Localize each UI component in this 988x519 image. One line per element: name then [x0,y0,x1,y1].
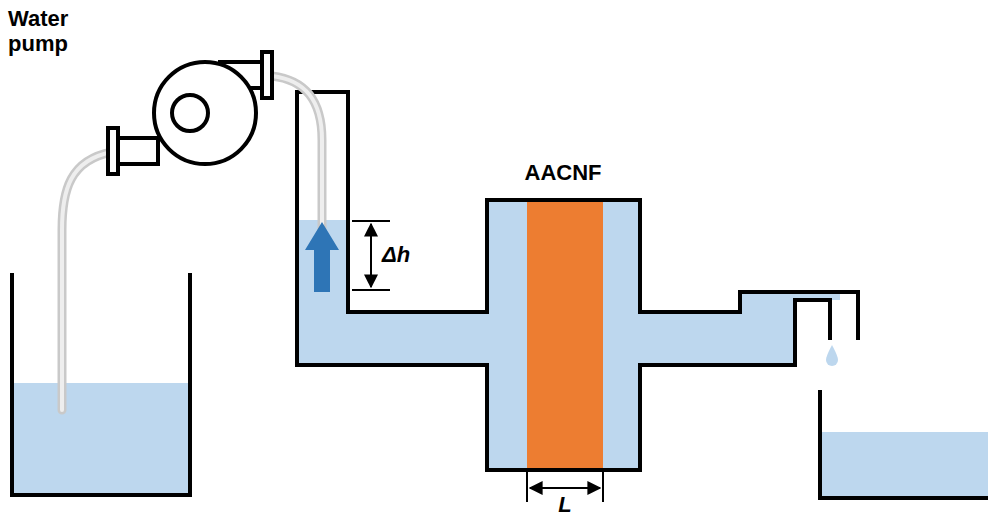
filter-label: AACNF [525,160,602,185]
rise-arrow [305,222,339,292]
pump-body [108,52,272,174]
flow-channel [297,92,858,470]
length-label: L [558,492,571,517]
height-label: Δh [382,242,410,267]
collection-beaker [820,390,988,498]
filter-membrane [527,200,603,470]
water-drop [826,345,838,366]
hose [62,76,322,410]
collected-water [820,432,988,498]
source-water [12,383,190,495]
channel-water [297,200,840,470]
source-beaker [12,273,190,495]
pump-label: Water pump [8,6,118,57]
